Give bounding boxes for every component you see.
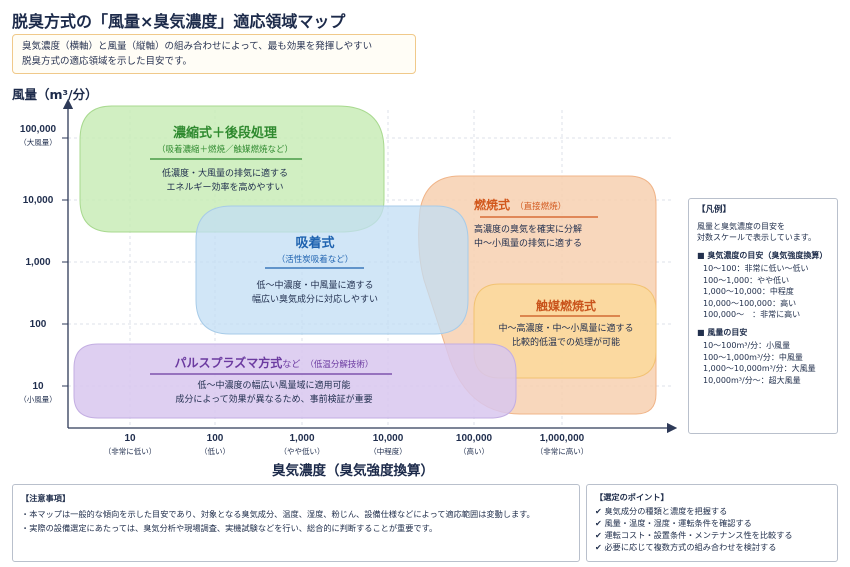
- selection-points-box: 【選定のポイント】 ✔ 臭気成分の種類と濃度を把握する ✔ 風量・温度・湿度・運…: [586, 484, 838, 562]
- x-tick-sub: （高い）: [459, 446, 489, 456]
- region-catalytic: [473, 283, 657, 379]
- y-tick-label: 1,000: [25, 257, 50, 268]
- region-title-suffix: など: [282, 360, 301, 370]
- region-combustion-label: 燃焼式 （直接燃焼） 高濃度の臭気を確実に分解 中〜小風量の排気に適する: [474, 194, 606, 251]
- legend-odor-item: 100〜1,000：やや低い: [703, 275, 790, 285]
- legend-air-item: 10,000m³/分〜：超大風量: [703, 375, 801, 385]
- intro-line: 臭気濃度（横軸）と風量（縦軸）の組み合わせによって、最も効果を発揮しやすい: [22, 41, 373, 52]
- legend-air-item: 100〜1,000m³/分：中風量: [703, 352, 803, 362]
- notes-item: ・本マップは一般的な傾向を示した目安であり、対象となる臭気成分、温度、湿度、粉じ…: [21, 509, 535, 519]
- x-tick-label: 1,000: [289, 433, 314, 444]
- region-title: 燃焼式: [474, 198, 511, 212]
- legend-air-title: ■ 風量の目安: [697, 327, 748, 337]
- legend-air-item: 1,000〜10,000m³/分：大風量: [703, 364, 816, 373]
- region-desc: 高濃度の臭気を確実に分解: [474, 225, 583, 235]
- points-item: ✔ 必要に応じて複数方式の組み合わせを検討する: [595, 542, 777, 552]
- x-tick-label: 1,000,000: [540, 433, 585, 444]
- region-subtitle: （吸着濃縮＋燃焼／触媒燃焼など）: [156, 145, 293, 155]
- region-desc: 成分によって効果が異なるため、事前検証が重要: [175, 395, 373, 405]
- x-tick-label: 10,000: [373, 433, 404, 444]
- y-axis-title: 風量（m³/分）: [12, 87, 98, 102]
- y-tick-label: 10: [32, 381, 44, 392]
- x-tick-label: 100,000: [456, 433, 493, 444]
- x-tick-sub: （やや低い）: [280, 446, 325, 456]
- region-title: 触媒燃焼式: [535, 299, 596, 313]
- region-desc: 低濃度・大風量の排気に適する: [161, 169, 288, 179]
- legend-odor-title: ■ 臭気濃度の目安（臭気強度換算）: [697, 250, 828, 260]
- region-subtitle: （活性炭吸着など）: [276, 255, 354, 265]
- region-subtitle: （直接燃焼）: [515, 202, 567, 212]
- y-tick-sub: （大風量）: [19, 137, 57, 147]
- region-catalytic-label: 触媒燃焼式 中〜高濃度・中〜小風量に適する 比較的低温での処理が可能: [484, 297, 648, 350]
- region-title: パルスプラズマ方式: [174, 356, 283, 370]
- legend-odor-item: 10,000〜100,000：高い: [703, 298, 797, 308]
- region-desc: 低〜中濃度の幅広い風量域に適用可能: [197, 381, 351, 391]
- notes-item: ・実際の設備選定にあたっては、臭気分析や現場調査、実機試験などを行い、総合的に判…: [21, 523, 438, 533]
- legend-odor-item: 1,000〜10,000：中程度: [703, 287, 794, 296]
- x-tick-sub: （低い）: [200, 446, 230, 456]
- y-tick-label: 10,000: [23, 195, 54, 206]
- x-tick-label: 100: [207, 433, 224, 444]
- points-item: ✔ 臭気成分の種類と濃度を把握する: [595, 506, 728, 516]
- legend-box: 【凡例】 風量と臭気濃度の目安を 対数スケールで表示しています。 ■ 臭気濃度の…: [688, 198, 838, 434]
- region-subtitle: （低温分解技術）: [305, 360, 374, 370]
- intro-box: 臭気濃度（横軸）と風量（縦軸）の組み合わせによって、最も効果を発揮しやすい 脱臭…: [12, 34, 416, 74]
- x-tick-sub: （中程度）: [369, 446, 407, 456]
- region-plasma: [73, 343, 517, 419]
- points-item: ✔ 風量・温度・湿度・運転条件を確認する: [595, 518, 752, 528]
- points-item: ✔ 運転コスト・設置条件・メンテナンス性を比較する: [595, 530, 793, 540]
- region-desc: 比較的低温での処理が可能: [511, 338, 620, 348]
- notes-box: 【注意事項】 ・本マップは一般的な傾向を示した目安であり、対象となる臭気成分、温…: [12, 484, 580, 562]
- legend-title: 【凡例】: [697, 205, 732, 215]
- region-desc: 中〜高濃度・中〜小風量に適する: [498, 324, 634, 334]
- x-tick-sub: （非常に高い）: [536, 446, 589, 456]
- legend-odor-item: 10〜100：非常に低い〜低い: [703, 264, 809, 273]
- y-tick-sub: （小風量）: [19, 395, 57, 404]
- legend-odor-item: 100,000〜 ：非常に高い: [703, 310, 801, 319]
- points-title: 【選定のポイント】: [595, 492, 669, 502]
- region-plasma-label: パルスプラズマ方式など （低温分解技術） 低〜中濃度の幅広い風量域に適用可能 成…: [144, 352, 404, 407]
- region-adsorption: [195, 205, 469, 335]
- region-title: 吸着式: [295, 236, 335, 251]
- region-title: 濃縮式＋後段処理: [172, 126, 277, 141]
- notes-title: 【注意事項】: [21, 493, 71, 503]
- x-tick-sub: （非常に低い）: [104, 446, 157, 456]
- region-desc: 幅広い臭気成分に対応しやすい: [252, 295, 378, 305]
- region-desc: 中〜小風量の排気に適する: [474, 239, 583, 249]
- x-axis-title: 臭気濃度（臭気強度換算）: [272, 463, 434, 479]
- y-tick-label: 100,000: [20, 124, 57, 135]
- legend-intro: 風量と臭気濃度の目安を: [697, 221, 785, 231]
- legend-air-item: 10〜100m³/分：小風量: [703, 341, 791, 350]
- region-adsorption-label: 吸着式 （活性炭吸着など） 低〜中濃度・中風量に適する 幅広い臭気成分に対応しや…: [232, 232, 398, 307]
- intro-line: 脱臭方式の適応領域を示した目安です。: [22, 56, 193, 67]
- x-tick-label: 10: [124, 433, 136, 444]
- region-concentration-label: 濃縮式＋後段処理 （吸着濃縮＋燃焼／触媒燃焼など） 低濃度・大風量の排気に適する…: [130, 122, 320, 195]
- y-tick-label: 100: [30, 319, 47, 330]
- region-desc: エネルギー効率を高めやすい: [166, 183, 284, 193]
- region-desc: 低〜中濃度・中風量に適する: [256, 281, 374, 291]
- legend-intro: 対数スケールで表示しています。: [697, 233, 816, 242]
- page-title: 脱臭方式の「風量×臭気濃度」適応領域マップ: [12, 12, 346, 31]
